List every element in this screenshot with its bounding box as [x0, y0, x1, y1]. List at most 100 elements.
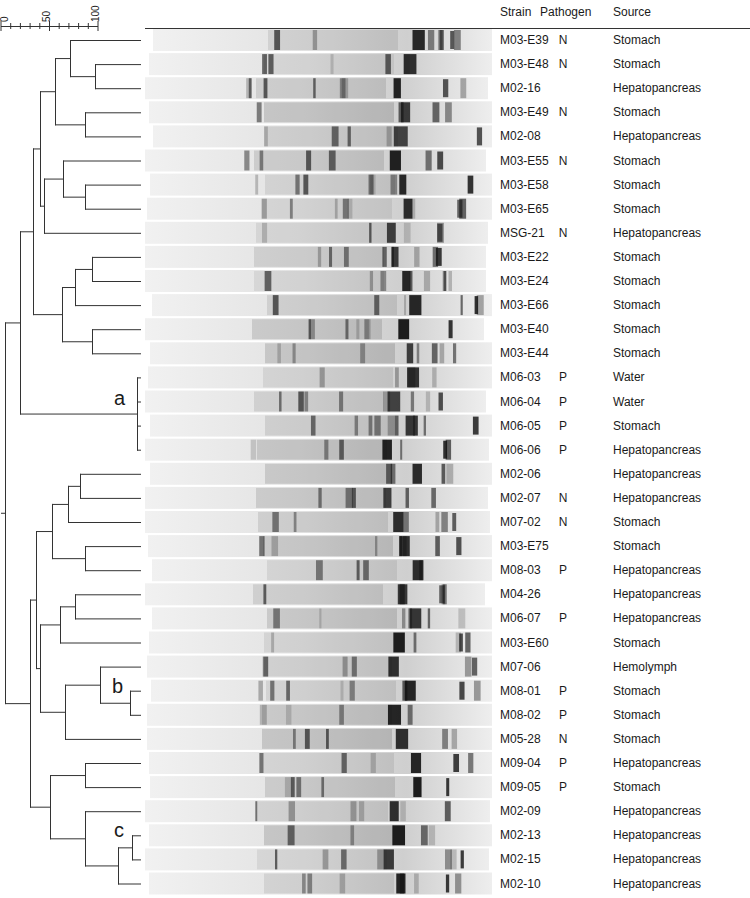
cluster-letter: b: [112, 675, 123, 697]
gel-band: [435, 512, 439, 532]
strain-name: MSG-21: [500, 226, 545, 240]
pathogen-flag: N: [559, 732, 568, 746]
gel-smear: [254, 392, 384, 412]
scale-tick: [88, 23, 89, 29]
gel-band: [414, 874, 419, 894]
strain-name: M08-03: [500, 564, 541, 576]
gel-band: [339, 705, 344, 725]
pathogen-flag: P: [559, 708, 567, 722]
gel-band: [437, 152, 443, 170]
strain-name: M06-05: [500, 419, 541, 433]
gel-band: [443, 79, 448, 97]
gel-smear: [264, 633, 394, 653]
gel-main-band: [388, 392, 401, 412]
strain-name: M02-06: [500, 467, 541, 481]
gel-band: [357, 560, 360, 580]
gel-band: [374, 295, 379, 315]
gel-band: [428, 608, 430, 628]
gel-lane: [145, 487, 488, 509]
pathogen-flag: N: [559, 733, 568, 745]
source-name: Hepatopancreas: [613, 804, 701, 818]
header-rule: [145, 28, 750, 29]
gel-lane: [150, 463, 492, 485]
gel-band: [411, 392, 414, 412]
dendrogram-branch: [75, 618, 141, 619]
gel-lane: [145, 583, 485, 605]
pathogen-flag: N: [559, 516, 568, 528]
strain-name: M06-04: [500, 396, 541, 408]
gel-band: [445, 801, 451, 821]
dendrogram-junction: [44, 179, 45, 234]
gel-main-band: [409, 295, 421, 315]
source-name: Stomach: [613, 323, 660, 335]
strain-name: M04-26: [500, 587, 541, 601]
gel-smear: [254, 271, 384, 291]
dendrogram-branch: [33, 314, 62, 315]
source-name: Hepatopancreas: [613, 756, 701, 770]
column-header: Pathogen: [540, 6, 591, 18]
dendrogram-branch: [85, 763, 141, 764]
pathogen-flag: N: [559, 227, 568, 239]
dendrogram-branch: [50, 838, 85, 839]
gel-band: [262, 199, 267, 219]
source-name: Stomach: [613, 420, 660, 432]
pathogen-flag: P: [559, 781, 567, 793]
gel-band: [293, 729, 296, 749]
dendrogram-junction: [85, 763, 86, 788]
gel-smear: [256, 488, 386, 508]
dendrogram-branch: [100, 703, 130, 704]
gel-lane: [145, 318, 484, 340]
dendrogram-branch: [118, 847, 132, 848]
source-name: Stomach: [613, 274, 660, 288]
gel-band: [363, 560, 369, 580]
gel-band: [263, 657, 268, 677]
gel-band: [386, 464, 392, 484]
gel-band: [341, 681, 344, 701]
pathogen-flag: P: [559, 685, 567, 697]
gel-band: [439, 393, 443, 411]
gel-band: [450, 31, 454, 49]
dendrogram-branch: [95, 88, 141, 89]
source-name: Stomach: [613, 539, 660, 553]
dendrogram-branch: [85, 811, 141, 812]
dendrogram-root: [1, 513, 5, 514]
scale-tick: [59, 23, 60, 29]
scale-tick: [10, 23, 11, 29]
gel-band: [302, 874, 306, 894]
pathogen-flag: P: [559, 563, 567, 577]
gel-band: [395, 367, 399, 387]
gel-band: [270, 681, 274, 701]
source-name: Stomach: [613, 419, 660, 433]
dendrogram-branch: [92, 257, 141, 258]
gel-lane: [149, 824, 492, 846]
dendrogram-junction: [95, 64, 96, 89]
dendrogram-branch: [40, 712, 65, 713]
dendrogram-branch: [85, 209, 141, 210]
gel-main-band: [398, 319, 409, 339]
source-name: Stomach: [613, 685, 660, 697]
pathogen-flag: P: [559, 612, 567, 624]
dendrogram-branch: [40, 91, 55, 92]
gel-band: [395, 416, 399, 436]
source-name: Hepatopancreas: [613, 611, 701, 625]
gel-band: [455, 874, 461, 894]
source-name: Hepatopancreas: [613, 828, 701, 842]
gel-smear: [263, 536, 393, 556]
gel-band: [348, 126, 351, 146]
gel-band: [352, 488, 356, 508]
gel-band: [452, 729, 457, 749]
strain-name: M08-01: [500, 685, 541, 697]
strain-name: M03-E60: [500, 637, 549, 649]
source-name: Stomach: [613, 154, 660, 168]
gel-main-band: [402, 271, 410, 291]
strain-name: M02-16: [500, 82, 541, 94]
dendrogram-branch: [85, 570, 141, 571]
dendrogram-branch: [118, 884, 141, 885]
gel-band: [465, 633, 470, 653]
gel-band: [255, 175, 258, 195]
gel-band: [286, 705, 291, 725]
dendrogram-branch: [63, 161, 141, 162]
gel-band: [429, 825, 435, 845]
strain-name: M03-E75: [500, 540, 549, 552]
strain-name: M09-04: [500, 757, 541, 769]
